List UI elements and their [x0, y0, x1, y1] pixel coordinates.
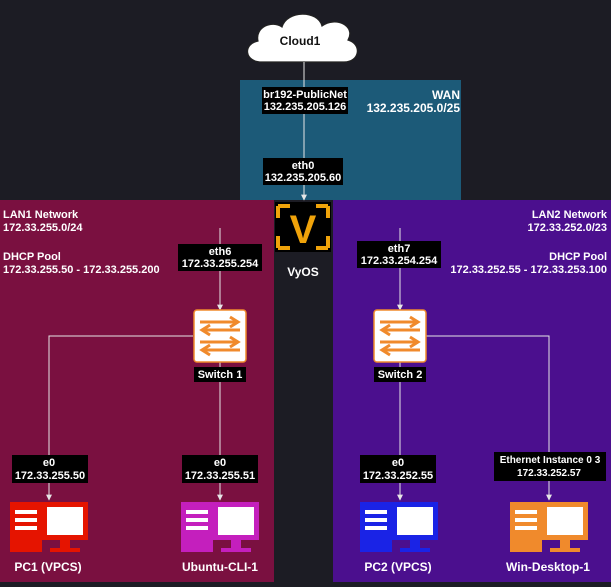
link-switch1-pc1	[46, 335, 193, 501]
computer-icon	[181, 502, 259, 552]
vyos-eth0-label: eth0 132.235.205.60	[263, 158, 343, 185]
switch-2[interactable]: Switch 2	[373, 309, 427, 382]
switch-1-label: Switch 1	[198, 369, 243, 381]
pc2-node[interactable]: PC2 (VPCS)	[360, 502, 438, 574]
ubuntu-node[interactable]: Ubuntu-CLI-1	[181, 502, 259, 574]
pc2-iface-label: e0 172.33.252.55	[360, 455, 436, 483]
svg-text:e0: e0	[214, 457, 226, 469]
svg-text:132.235.205.60: 132.235.205.60	[265, 172, 341, 184]
wan-subnet: 132.235.205.0/25	[367, 101, 461, 115]
svg-text:V: V	[290, 208, 317, 252]
windows-node[interactable]: Win-Desktop-1	[506, 502, 590, 574]
switch-icon	[373, 309, 427, 363]
pc1-iface-label: e0 172.33.255.50	[12, 455, 88, 483]
lan1-title: LAN1 Network	[3, 209, 79, 221]
vyos-label: VyOS	[287, 265, 319, 279]
pc2-label: PC2 (VPCS)	[364, 560, 431, 574]
computer-icon	[510, 502, 588, 552]
switch-2-label: Switch 2	[378, 369, 423, 381]
cloud-label: Cloud1	[280, 34, 321, 48]
cloud-node[interactable]: Cloud1	[247, 13, 358, 63]
svg-text:e0: e0	[392, 457, 404, 469]
link-switch2-windows	[426, 335, 552, 501]
switch-1[interactable]: Switch 1	[193, 309, 247, 382]
svg-text:172.33.254.254: 172.33.254.254	[361, 255, 438, 267]
vyos-eth7-label: eth7 172.33.254.254	[357, 241, 441, 268]
lan1-dhcp-range: 172.33.255.50 - 172.33.255.200	[3, 264, 160, 276]
svg-text:172.33.255.51: 172.33.255.51	[185, 470, 255, 482]
computer-icon	[360, 502, 438, 552]
computer-icon	[10, 502, 88, 552]
lan2-subnet: 172.33.252.0/23	[527, 222, 607, 234]
ubuntu-label: Ubuntu-CLI-1	[182, 560, 258, 574]
vyos-logo-icon: V	[275, 202, 331, 252]
ubuntu-iface-label: e0 172.33.255.51	[182, 455, 258, 483]
lan1-subnet: 172.33.255.0/24	[3, 222, 83, 234]
svg-text:eth0: eth0	[292, 160, 315, 172]
lan1-dhcp-title: DHCP Pool	[3, 251, 61, 263]
svg-text:e0: e0	[43, 457, 55, 469]
svg-text:Ethernet Instance 0 3: Ethernet Instance 0 3	[500, 455, 601, 466]
svg-text:br192-PublicNet: br192-PublicNet	[263, 89, 347, 101]
svg-text:eth7: eth7	[388, 243, 411, 255]
lan2-title: LAN2 Network	[532, 209, 608, 221]
vyos-router[interactable]: V VyOS	[275, 202, 331, 279]
vyos-eth6-label: eth6 172.33.255.254	[178, 244, 262, 271]
windows-iface-label: Ethernet Instance 0 3 172.33.252.57	[494, 452, 606, 481]
lan2-dhcp-title: DHCP Pool	[549, 251, 607, 263]
lan2-dhcp-range: 172.33.252.55 - 172.33.253.100	[450, 264, 607, 276]
svg-text:eth6: eth6	[209, 246, 232, 258]
windows-label: Win-Desktop-1	[506, 560, 590, 574]
wan-label: WAN	[432, 88, 460, 102]
svg-text:172.33.255.50: 172.33.255.50	[15, 470, 85, 482]
svg-text:132.235.205.126: 132.235.205.126	[264, 101, 347, 113]
svg-text:172.33.255.254: 172.33.255.254	[182, 258, 259, 270]
svg-text:172.33.252.57: 172.33.252.57	[517, 468, 581, 479]
wan-bridge-label: br192-PublicNet 132.235.205.126	[262, 87, 348, 114]
pc1-label: PC1 (VPCS)	[14, 560, 81, 574]
switch-icon	[193, 309, 247, 363]
svg-text:172.33.252.55: 172.33.252.55	[363, 470, 433, 482]
pc1-node[interactable]: PC1 (VPCS)	[10, 502, 88, 574]
cloud-icon	[247, 13, 358, 63]
